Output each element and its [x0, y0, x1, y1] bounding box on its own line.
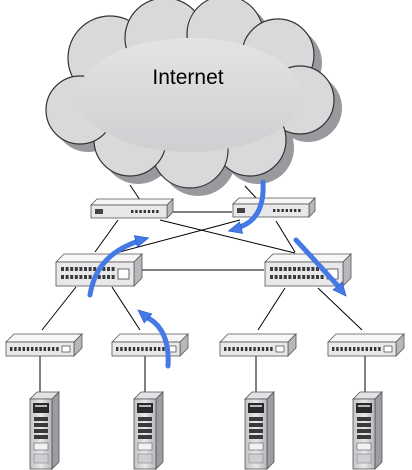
curved-arrow-icon-1	[227, 179, 266, 234]
router-2	[232, 197, 316, 218]
link-cloud-router-1	[129, 184, 141, 201]
link-core1-access1	[41, 286, 77, 331]
link-router1-core1	[94, 219, 119, 253]
link-router1-core2	[159, 219, 296, 254]
cloud-label: Internet	[152, 66, 223, 89]
link-router2-core2	[275, 220, 296, 253]
access-switch-1	[5, 333, 83, 357]
router-1	[90, 198, 174, 219]
core-switch-2	[264, 253, 352, 287]
link-router2-core1	[111, 219, 241, 255]
access-switch-2	[111, 333, 189, 357]
access-switch-4	[327, 333, 405, 357]
curved-arrow-icon-2	[293, 237, 347, 297]
server-4	[352, 391, 383, 470]
internet-cloud: Internet	[45, 0, 342, 196]
access-switch-3	[219, 333, 297, 357]
traffic-arrows	[87, 179, 347, 369]
server-2	[133, 391, 164, 470]
curved-arrow-icon-4	[137, 309, 171, 369]
link-core1-access2	[111, 286, 141, 331]
server-3	[244, 391, 275, 470]
link-core2-access3	[257, 287, 286, 331]
curved-arrow-icon-3	[87, 235, 150, 298]
server-1	[29, 391, 60, 470]
link-core2-access4	[317, 287, 363, 331]
